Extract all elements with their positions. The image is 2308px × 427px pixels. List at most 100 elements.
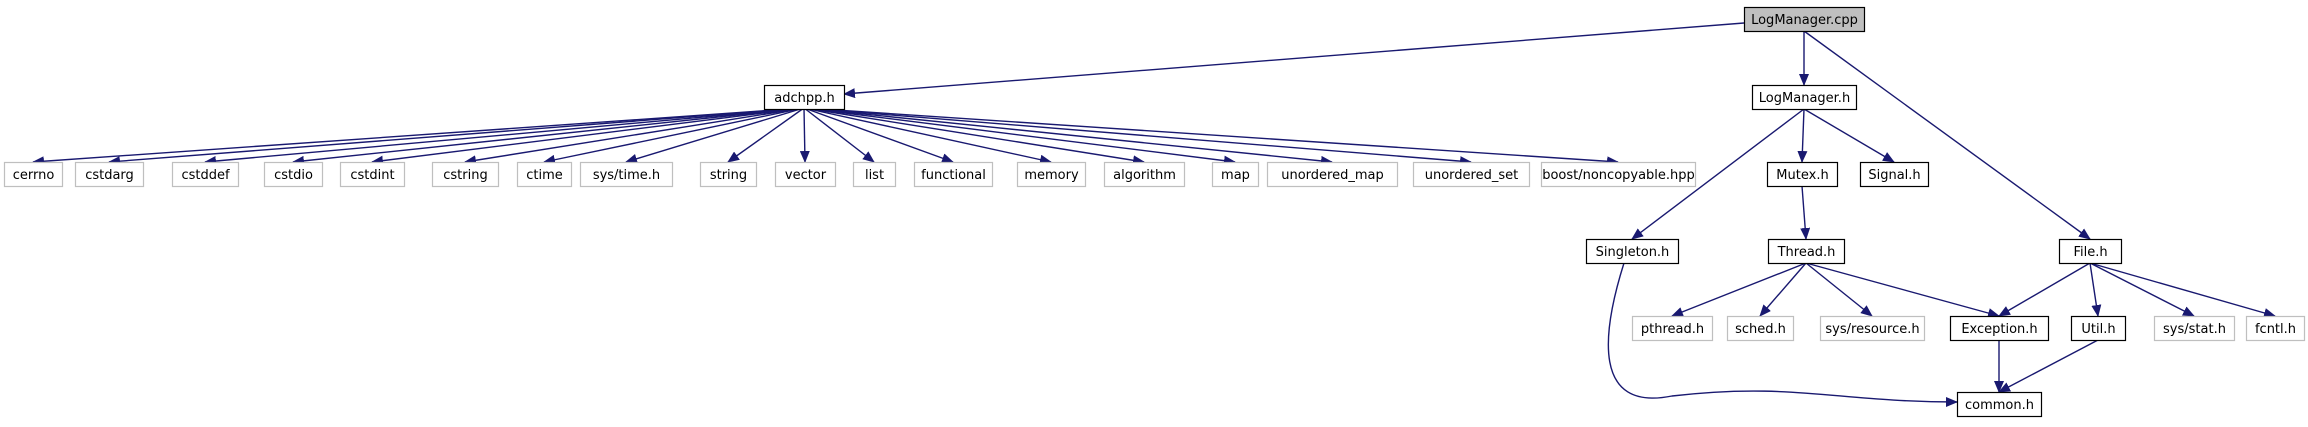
node-cstdint: cstdint [339,161,406,188]
edge-line [1797,108,1808,163]
node-box [699,161,758,188]
node-label: adchpp.h [774,91,834,106]
node-box [774,161,837,188]
edge-adchpp_h-to-unordered_set [817,108,1472,167]
node-label: pthread.h [1641,322,1704,337]
node-label: Thread.h [1777,245,1836,260]
node-ctime: ctime [516,161,573,188]
node-box [1103,161,1186,188]
node-exception-h[interactable]: Exception.h [1949,315,2050,342]
node-file-h[interactable]: File.h [2058,238,2123,265]
edge-line [2089,262,2276,318]
edge-adchpp_h-to-map [812,108,1236,166]
edge-file_h-to-sys_stat_h [2089,262,2195,317]
node-box [74,161,145,188]
edge-line [292,108,794,166]
edge-adchpp_h-to-vector [799,108,810,163]
node-singleton-h[interactable]: Singleton.h [1585,238,1680,265]
node-unordered-set: unordered_set [1412,161,1531,188]
node-label: cstring [443,168,487,183]
edge-line [727,108,803,163]
node-util-h[interactable]: Util.h [2070,315,2127,342]
edge-util_h-to-common_h [1998,339,2099,393]
node-box [913,161,994,188]
edge-adchpp_h-to-algorithm [810,108,1145,166]
edge-line [1800,185,1811,240]
node-adchpp-h[interactable]: adchpp.h [763,84,846,111]
edge-line [806,108,954,163]
node-mutex-h[interactable]: Mutex.h [1766,161,1839,188]
edge-adchpp_h-to-ctime [543,108,799,165]
edge-file_h-to-exception_h [1998,262,2091,317]
node-label: algorithm [1113,168,1176,183]
node-label: map [1221,168,1250,183]
edge-adchpp_h-to-cerrno [32,108,789,167]
node-logmanager-cpp[interactable]: LogManager.cpp [1743,6,1866,33]
node-box [1585,238,1680,265]
node-box [1767,238,1846,265]
edge-line [817,108,1472,167]
node-box [1859,161,1930,188]
node-memory: memory [1016,161,1087,188]
node-box [1956,391,2043,418]
edge-thread_h-to-pthread_h [1671,262,1807,317]
edges-layer [32,22,2276,407]
node-box [339,161,406,188]
edge-logmanager_h-to-signal_h [1803,108,1895,163]
edge-line [1998,339,2099,393]
node-label: boost/noncopyable.hpp [1542,168,1695,183]
node-label: string [710,168,747,183]
edge-line [1759,262,1807,317]
edge-logmanager_h-to-singleton_h [1631,108,1805,240]
edge-line [108,108,791,167]
node-box [1631,315,1714,342]
node-cstdarg: cstdarg [74,161,145,188]
node-box [263,161,324,188]
node-label: sys/resource.h [1825,322,1919,337]
node-common-h[interactable]: common.h [1956,391,2043,418]
node-box [1751,84,1858,111]
node-box [516,161,573,188]
node-box [1412,161,1531,188]
node-boost-noncopyable: boost/noncopyable.hpp [1540,161,1697,188]
node-signal-h[interactable]: Signal.h [1859,161,1930,188]
node-logmanager-h[interactable]: LogManager.h [1751,84,1858,111]
node-label: Signal.h [1868,168,1920,183]
node-label: Util.h [2081,322,2115,337]
node-functional: functional [913,161,994,188]
edge-adchpp_h-to-cstdint [371,108,796,166]
node-sys-resource-h: sys/resource.h [1819,315,1926,342]
node-label: cstdarg [85,168,134,183]
node-box [1819,315,1926,342]
node-label: Exception.h [1961,322,2037,337]
node-box [2245,315,2306,342]
node-label: functional [921,168,986,183]
edge-adchpp_h-to-list [804,108,875,163]
node-sys-stat-h: sys/stat.h [2153,315,2236,342]
node-box [763,84,846,111]
edge-singleton_h-to-common_h [1607,262,1958,407]
node-label: list [865,168,884,183]
edge-mutex_h-to-thread_h [1800,185,1811,240]
node-sys-time-h: sys/time.h [579,161,674,188]
edge-file_h-to-util_h [2089,262,2102,317]
node-cerrno: cerrno [3,161,64,188]
edge-thread_h-to-sched_h [1759,262,1807,317]
edge-line [808,108,1052,165]
edge-line [810,108,1145,166]
edge-logmanager_cpp-to-adchpp_h [843,22,1745,99]
node-box [579,161,674,188]
node-thread-h[interactable]: Thread.h [1767,238,1846,265]
node-box [1211,161,1260,188]
node-cstring: cstring [431,161,500,188]
edge-line [1805,262,2000,318]
edge-adchpp_h-to-cstddef [204,108,793,166]
node-label: sys/stat.h [2163,322,2226,337]
edge-line [1631,108,1805,240]
edge-line [1803,30,2091,240]
node-label: sys/time.h [593,168,660,183]
node-label: cerrno [13,168,55,183]
node-box [2058,238,2123,265]
node-list: list [852,161,897,188]
edge-line [543,108,799,165]
